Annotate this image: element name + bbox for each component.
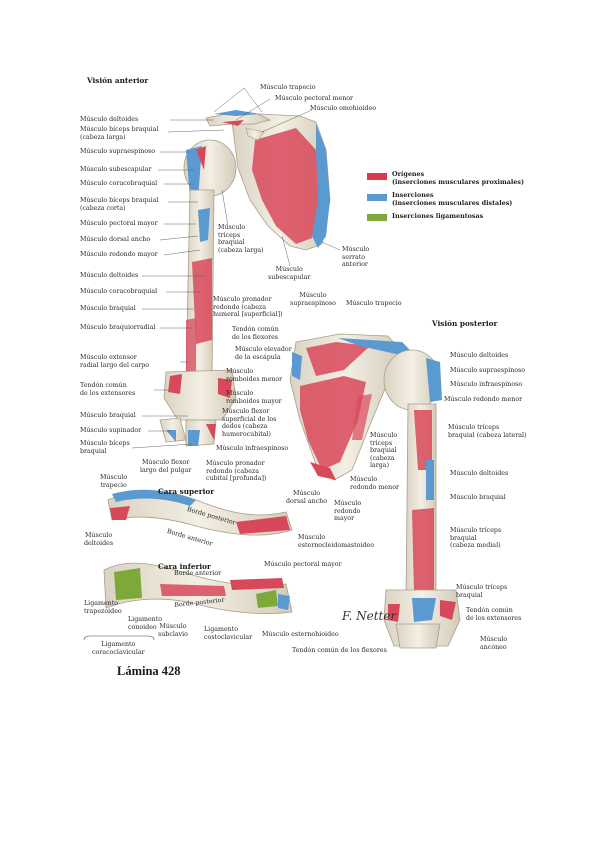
label-anterior-15: Músculo braquial bbox=[80, 412, 136, 419]
legend-origins-label: Orígenes (inserciones musculares proxima… bbox=[392, 170, 524, 186]
heading-anterior-view: Visión anterior bbox=[87, 76, 149, 85]
label-elevador: Músculo elevador de la escápula bbox=[235, 346, 292, 361]
posterior-scapula bbox=[289, 333, 412, 481]
label-anterior-1: Músculo bíceps braquial (cabeza larga) bbox=[80, 126, 159, 141]
label-anterior-14: Tendón común de los extensores bbox=[80, 382, 136, 397]
label-subclavio: Músculo subclavio bbox=[158, 623, 188, 638]
label-flexor-pulgar: Músculo flexor largo del pulgar bbox=[140, 459, 192, 474]
label-esternocleido: Músculo esternocleidomastoideo bbox=[298, 534, 375, 549]
label-infraespinoso-post: Músculo infraespinoso bbox=[450, 381, 523, 388]
label-triceps-lateral: Músculo tríceps braquial (cabeza lateral… bbox=[448, 424, 527, 439]
label-anterior-4: Músculo coracobraquial bbox=[80, 180, 158, 187]
label-triceps-medial: Músculo tríceps braquial (cabeza medial) bbox=[450, 527, 502, 550]
label-trapecio-top: Músculo trapecio bbox=[260, 84, 316, 91]
label-anconeo: Músculo ancóneo bbox=[480, 636, 508, 651]
legend-insertions-swatch bbox=[367, 194, 387, 201]
label-anterior-17: Músculo bíceps braquial bbox=[80, 440, 130, 455]
label-romboides-menor: Músculo romboides menor bbox=[226, 368, 283, 383]
label-anterior-9: Músculo deltoides bbox=[80, 272, 139, 279]
label-romboides-mayor: Músculo romboides mayor bbox=[226, 390, 282, 405]
label-anterior-10: Músculo coracobraquial bbox=[80, 288, 158, 295]
label-deltoides-clav: Músculo deltoides bbox=[84, 532, 114, 547]
label-redondo-mayor-post: Músculo redondo mayor bbox=[334, 500, 362, 523]
label-serrato: Músculo serrato anterior bbox=[342, 246, 370, 269]
label-tendon-flexores-post: Tendón común de los flexores bbox=[292, 647, 387, 654]
netter-signature: F. Netter bbox=[341, 609, 397, 623]
legend-ligaments-swatch bbox=[367, 214, 387, 221]
legend-origins-swatch bbox=[367, 173, 387, 180]
heading-inferior-face: Cara inferior bbox=[158, 562, 211, 571]
label-anterior-5: Músculo bíceps braquial (cabeza corta) bbox=[80, 197, 159, 212]
label-triceps-braquial: Músculo tríceps braquial bbox=[456, 584, 508, 599]
label-tendon-extensores-post: Tendón común de los extensores bbox=[466, 607, 522, 622]
label-tendon-flexores-ant: Tendón común de los flexores bbox=[232, 326, 279, 341]
label-supraespinoso-top: Músculo supraespinoso bbox=[290, 292, 336, 307]
label-costoclavicular: Ligamento costoclavicular bbox=[204, 626, 253, 641]
label-borde-anterior-bot: Borde anterior bbox=[174, 570, 222, 577]
legend-insertions-label: Inserciones (inserciones musculares dist… bbox=[392, 191, 513, 207]
label-subescapular: Músculo subescapular bbox=[268, 266, 311, 281]
heading-superior-face: Cara superior bbox=[158, 487, 215, 496]
label-omohioideo: Músculo omohioideo bbox=[310, 105, 377, 112]
coracoclavicular-brace bbox=[83, 635, 155, 641]
label-esternohioideo: Músculo esternohioideo bbox=[262, 631, 339, 638]
label-pectoral-mayor-clav: Músculo pectoral mayor bbox=[264, 561, 342, 568]
label-flexor-superficial: Músculo flexor superficial de los dedos … bbox=[222, 408, 277, 438]
leader-lines bbox=[131, 87, 341, 449]
clavicle-inferior bbox=[103, 562, 293, 614]
plate-number: Lámina 428 bbox=[117, 664, 181, 678]
label-redondo-menor-post: Músculo redondo menor bbox=[350, 476, 399, 491]
label-dorsal-ancho: Músculo dorsal ancho bbox=[286, 490, 328, 505]
label-pronador-cubital: Músculo pronador redondo (cabeza cubital… bbox=[206, 460, 267, 483]
label-trapecio-post: Músculo trapecio bbox=[346, 300, 402, 307]
posterior-humerus bbox=[383, 349, 461, 649]
label-anterior-11: Músculo braquial bbox=[80, 305, 136, 312]
heading-posterior-view: Visión posterior bbox=[432, 319, 498, 328]
label-deltoides-post: Músculo deltoides bbox=[450, 352, 509, 359]
label-anterior-7: Músculo dorsal ancho bbox=[80, 236, 151, 243]
label-deltoides-r: Músculo deltoides bbox=[450, 470, 509, 477]
label-triceps-larga-post: Músculo tríceps braquial (cabeza larga) bbox=[370, 432, 398, 470]
label-anterior-8: Músculo redondo mayor bbox=[80, 251, 158, 258]
label-trapezoideo: Ligamento trapezoideo bbox=[84, 600, 122, 615]
label-anterior-3: Músculo subescapular bbox=[80, 166, 152, 173]
label-trapecio-clav: Músculo trapecio bbox=[100, 474, 128, 489]
label-conoideo: Ligamento conoideo bbox=[128, 616, 163, 631]
anterior-scapula bbox=[205, 110, 331, 251]
clavicle-superior bbox=[107, 489, 293, 536]
label-anterior-12: Músculo braquiorradial bbox=[80, 324, 156, 331]
label-coracoclavicular: Ligamento coracoclavicular bbox=[92, 641, 145, 656]
label-supraespinoso-post: Músculo supraespinoso bbox=[450, 367, 526, 374]
label-pectoral-menor: Músculo pectoral menor bbox=[275, 95, 354, 102]
label-anterior-2: Músculo supraespinoso bbox=[80, 148, 156, 155]
label-triceps-larga-ant: Músculo tríceps braquial (cabeza larga) bbox=[218, 224, 264, 254]
label-redondo-menor-r: Músculo redondo menor bbox=[444, 396, 523, 403]
label-anterior-13: Músculo extensor radial largo del carpo bbox=[80, 354, 150, 369]
label-braquial-post: Músculo braquial bbox=[450, 494, 506, 501]
anterior-humerus bbox=[159, 139, 237, 447]
label-anterior-6: Músculo pectoral mayor bbox=[80, 220, 158, 227]
label-anterior-0: Músculo deltoides bbox=[80, 116, 139, 123]
label-pronador-humeral: Músculo pronador redondo (cabeza humeral… bbox=[213, 296, 283, 319]
legend-ligaments-label: Inserciones ligamentosas bbox=[392, 212, 484, 220]
label-infraespinoso-scap: Músculo infraespinoso bbox=[216, 445, 289, 452]
label-anterior-16: Músculo supinador bbox=[80, 427, 142, 434]
